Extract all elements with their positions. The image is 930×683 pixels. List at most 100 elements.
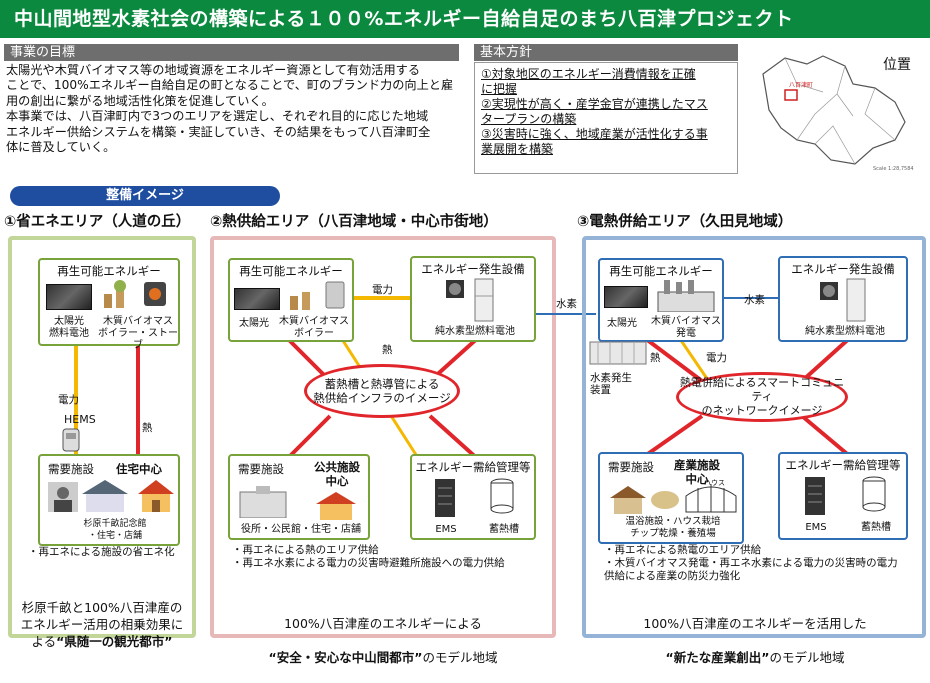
area2-note: ・再エネによる熱のエリア供給 ・再エネ水素による電力の災害時避難所施設への電力供… [232, 544, 505, 569]
server-icon [804, 476, 826, 516]
hydrogen-label: 水素 [744, 294, 765, 306]
house-icon [314, 490, 358, 520]
house-icon [136, 478, 176, 514]
mgmt-label: EMS [435, 524, 457, 535]
building-icon [80, 478, 130, 514]
node-title: 再生可能エネルギー [609, 264, 713, 278]
fan-icon [820, 282, 838, 300]
tank-icon [862, 476, 886, 512]
renew-label: 太陽光 燃料電池 [49, 316, 89, 339]
renew-label: 木質バイオマス ボイラー・ストーブ [98, 316, 178, 351]
node-title: エネルギー需給管理等 [785, 458, 901, 472]
hydrogen-link [536, 313, 596, 315]
area2-management-node: エネルギー需給管理等 EMS 蓄熱槽 [410, 454, 536, 540]
area3-model: 100%八百津産のエネルギーを活用した “新たな産業創出”のモデル地域 [588, 598, 922, 683]
area3-title: ③電熱併給エリア（久田見地域） [577, 214, 793, 230]
biomass-plant-icon [656, 278, 716, 313]
node-title: エネルギー発生設備 [421, 262, 525, 276]
area3-connectors [640, 297, 854, 460]
node-subtitle: 産業施設 中心 [674, 458, 720, 486]
area2-panel [210, 236, 556, 638]
area1-demand-node: 需要施設 住宅中心 杉原千畝記念館 ・住宅・店舗 [38, 454, 180, 546]
area1-model: 杉原千畝と100%八百津産の エネルギー活用の相乗効果に よる“県随一の観光都市… [12, 582, 192, 650]
demand-caption: 温浴施設・ハウス栽培 チップ乾燥・養殖場 [625, 516, 721, 539]
power-label: 電力 [706, 352, 727, 364]
page-title: 中山間地型水素社会の構築による１００%エネルギー自給自足のまち八百津プロジェクト [0, 0, 930, 38]
solar-panel-icon [234, 288, 280, 314]
area3-renewable-node: 再生可能エネルギー 太陽光 木質バイオマス 発電 [598, 258, 724, 342]
hydrogen-label: 水素 [556, 298, 577, 310]
area3-ellipse: 熱電併給によるスマートコミュニティ のネットワークイメージ [676, 372, 848, 422]
renew-label: 太陽光 [607, 318, 637, 329]
node-title: 需要施設 [608, 460, 654, 474]
gen-label: 純水素型燃料電池 [435, 326, 515, 337]
goal-body: 太陽光や木質バイオマス等の地域資源をエネルギー資源として有効活用する ことで、1… [6, 63, 454, 155]
fan-icon [446, 280, 464, 298]
demand-caption: 役所・公民館・住宅・店舗 [241, 524, 361, 535]
demand-caption: 杉原千畝記念館 ・住宅・店舗 [83, 519, 147, 541]
boiler-icon [322, 280, 348, 310]
model-tail: のモデル地域 [769, 650, 845, 665]
node-title: 再生可能エネルギー [57, 264, 161, 278]
policy-item: ③災害時に強く、地域産業が活性化する事 業展開を構築 [481, 127, 708, 156]
area2-ellipse: 蓄熱槽と熱導管による 熱供給インフラのイメージ [304, 364, 460, 418]
node-subtitle: 公共施設 中心 [314, 460, 360, 488]
fuel-cell-icon [846, 278, 866, 322]
location-map: 位置 八百津町 Scale 1:28,7584 [745, 44, 925, 176]
map-mark: 八百津町 [789, 82, 814, 89]
heat-label: 熱 [382, 344, 393, 356]
renew-label: 木質バイオマス ボイラー [279, 316, 349, 339]
renew-label: 太陽光 [239, 318, 269, 329]
area3-panel [582, 236, 926, 638]
renew-label: 木質バイオマス 発電 [651, 316, 721, 339]
area1-renewable-node: 再生可能エネルギー 太陽光 燃料電池 木質バイオマス ボイラー・ストーブ [38, 258, 180, 351]
power-label: 電力 [372, 284, 393, 296]
hems-icon [62, 428, 80, 452]
node-subtitle: 住宅中心 [116, 462, 162, 476]
greenhouse-icon [684, 480, 738, 514]
wood-icon [100, 280, 130, 310]
node-title: 需要施設 [238, 462, 284, 476]
stove-icon [140, 278, 170, 308]
model-text: 100%八百津産のエネルギーを活用した [643, 616, 867, 631]
solar-panel-icon [604, 286, 648, 312]
model-text: 100%八百津産のエネルギーによる [284, 616, 482, 631]
power-label: 電力 [58, 394, 79, 406]
solar-panel-icon [46, 284, 92, 314]
map-icon [762, 55, 906, 165]
wood-chip-icon [650, 484, 680, 510]
area1-note: ・再エネによる施設の省エネ化 [28, 546, 175, 558]
area2-title: ②熱供給エリア（八百津地域・中心市街地） [210, 214, 498, 230]
model-bold: “新たな産業創出” [665, 650, 770, 665]
hydrogen-plant-icon [588, 338, 648, 366]
fuel-cell-icon [474, 278, 494, 322]
node-title: エネルギー発生設備 [791, 262, 895, 276]
mgmt-label: 蓄熱槽 [489, 524, 519, 535]
hems-label: HEMS [64, 413, 96, 426]
tank-icon [490, 478, 514, 514]
public-building-icon [238, 484, 288, 519]
node-title: エネルギー需給管理等 [415, 460, 531, 474]
location-label: 位置 [883, 57, 911, 73]
area3-generation-node: エネルギー発生設備 純水素型燃料電池 [778, 256, 908, 342]
node-title: 再生可能エネルギー [239, 264, 343, 278]
policy-item: ②実現性が高く・産学金官が連携したマス タープランの構築 [481, 97, 708, 126]
wood-icon [286, 282, 316, 312]
area1-title: ①省エネエリア（人道の丘） [4, 214, 191, 230]
image-heading: 整備イメージ [10, 186, 280, 206]
area2-renewable-node: 再生可能エネルギー 太陽光 木質バイオマス ボイラー [228, 258, 354, 342]
model-bold: “安全・安心な中山間都市” [268, 650, 423, 665]
area3-demand-node: 需要施設 産業施設 中心 ハウス 温浴施設・ハウス栽培 チップ乾燥・養殖場 [598, 452, 744, 544]
area3-management-node: エネルギー需給管理等 EMS 蓄熱槽 [778, 452, 908, 540]
area3-note: ・再エネによる熱電のエリア供給 ・木質バイオマス発電・再エネ水素による電力の災害… [604, 544, 898, 582]
gen-label: 純水素型燃料電池 [805, 326, 885, 337]
mgmt-label: EMS [805, 522, 827, 533]
node-title: 需要施設 [48, 462, 94, 476]
portrait-icon [48, 482, 78, 512]
map-scale: Scale 1:28,7584 [873, 166, 914, 172]
policy-item: ①対象地区のエネルギー消費情報を正確 に把握 [481, 67, 696, 96]
policy-heading: 基本方針 [474, 44, 738, 61]
h2-plant-label: 水素発生 装置 [590, 372, 632, 396]
onsen-icon [608, 484, 648, 514]
area2-demand-node: 需要施設 公共施設 中心 役所・公民館・住宅・店舗 [228, 454, 370, 540]
